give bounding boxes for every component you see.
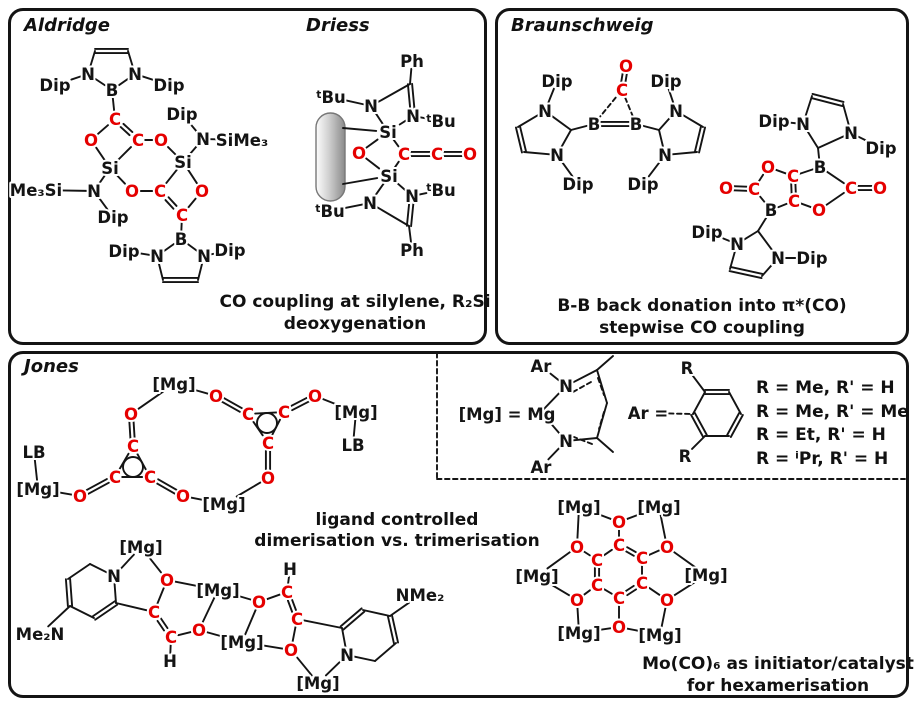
panel-title-braunschweig: Braunschweig [511,15,654,36]
panel-title-aldridge: Aldridge [24,15,111,36]
legend-r-line-3: R = Et, R' = H [756,425,886,445]
caption-braunschweig-1: B-B back donation into π*(CO) [557,296,847,316]
caption-jones-mid-1: ligand controlled [315,510,479,530]
caption-jones-hex-1: Mo(CO)₆ as initiator/catalyst [642,654,914,674]
caption-aldridge-driess-1: CO coupling at silylene, R₂Si [219,292,491,312]
legend-r-line-2: R = Me, R' = Me [756,402,909,422]
legend-r-line-1: R = Me, R' = H [756,378,895,398]
legend-r-line-4: R = ⁱPr, R' = H [756,449,889,469]
caption-aldridge-driess-2: deoxygenation [283,314,427,334]
panel-title-jones: Jones [24,356,79,377]
caption-braunschweig-2: stepwise CO coupling [599,318,805,338]
panel-aldridge-driess [8,8,487,345]
panel-title-driess: Driess [306,15,370,36]
caption-jones-hex-2: for hexamerisation [686,676,870,696]
caption-jones-mid-2: dimerisation vs. trimerisation [254,531,540,551]
